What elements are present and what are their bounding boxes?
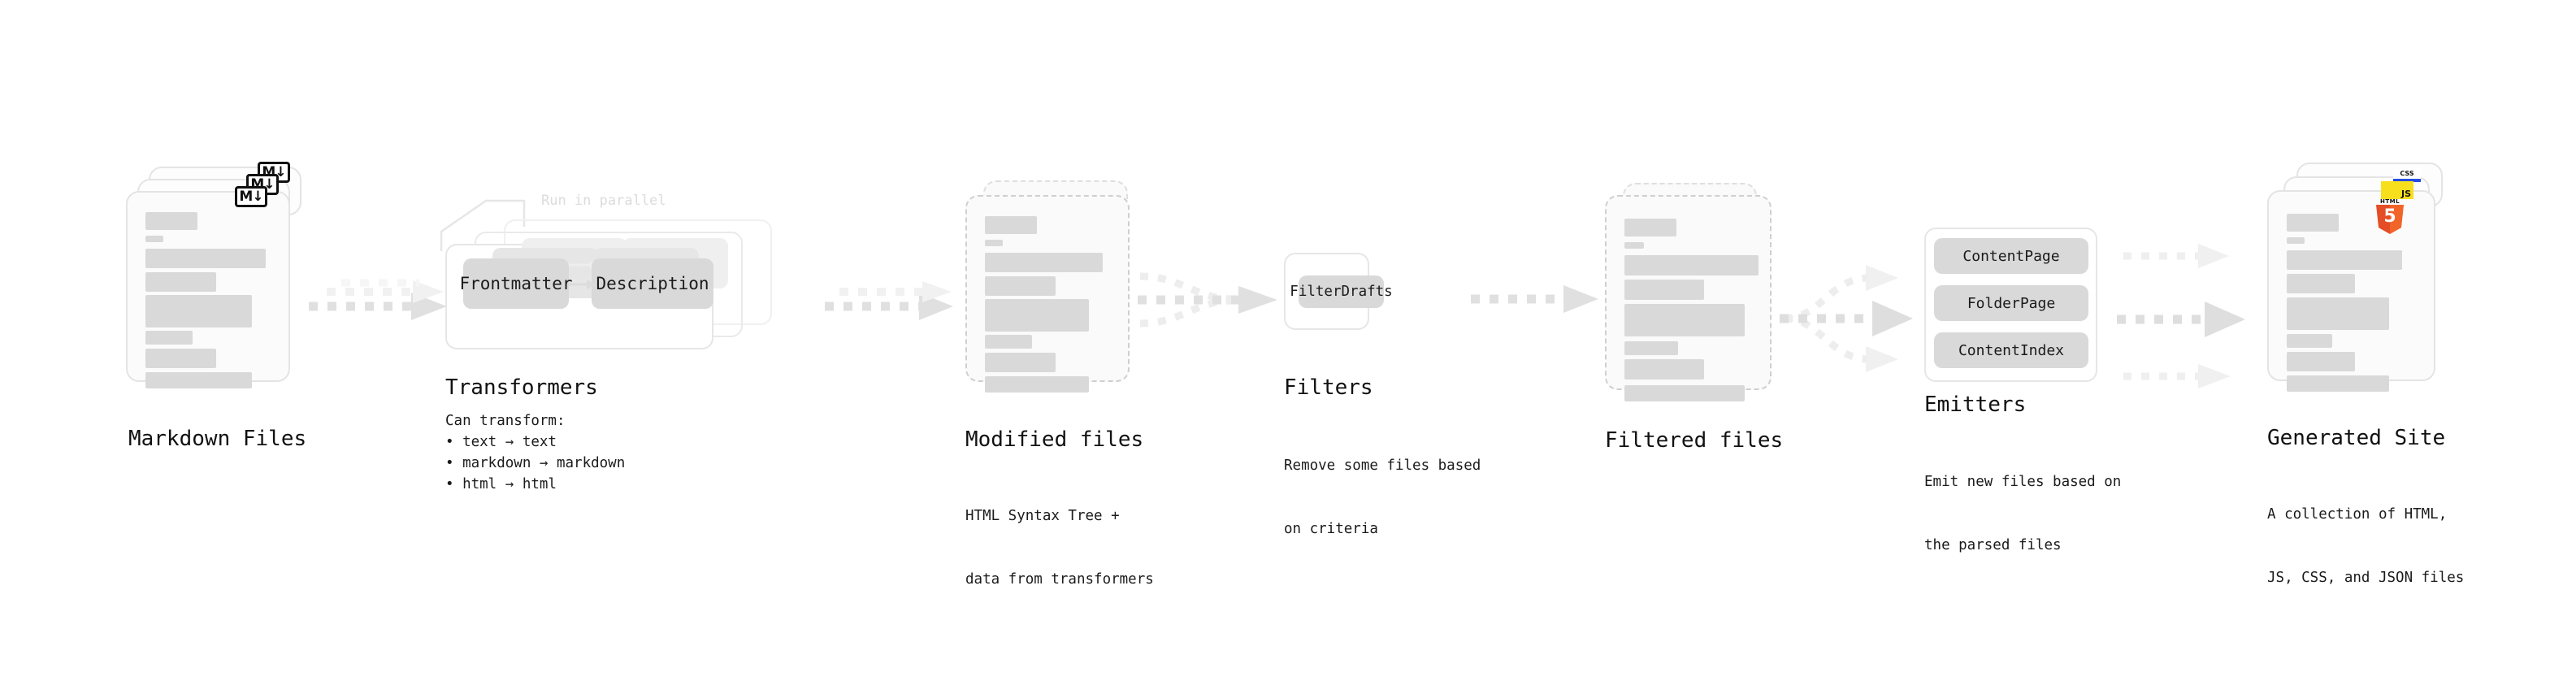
emitters-caption-line2: the parsed files (1924, 537, 2062, 553)
skeleton-bar (1624, 255, 1759, 275)
run-in-parallel-bracket (440, 199, 526, 251)
generated-site-caption: A collection of HTML, JS, CSS, and JSON … (2267, 462, 2464, 631)
skeleton-bar (145, 349, 216, 368)
stage-title-transformers: Transformers (445, 375, 598, 400)
skeleton-bar (1624, 359, 1704, 380)
skeleton-bar (985, 299, 1089, 332)
modified-files-caption-line2: data from transformers (965, 571, 1154, 588)
filters-caption: Remove some files based on criteria (1284, 413, 1481, 582)
skeleton-bar (145, 249, 266, 268)
skeleton-bar (145, 272, 216, 292)
html5-wordmark: HTML (2379, 198, 2400, 205)
emitters-caption-line1: Emit new files based on (1924, 474, 2122, 490)
transformers-caption-item: • text → text (445, 434, 557, 450)
generated-card-front (2267, 190, 2435, 392)
generated-site-caption-line2: JS, CSS, and JSON files (2267, 570, 2465, 586)
generated-site-caption-line1: A collection of HTML, (2267, 506, 2448, 523)
skeleton-bar (985, 253, 1103, 272)
transformers-caption-item: • markdown → markdown (445, 455, 626, 471)
skeleton-bar (1624, 280, 1704, 300)
skeleton-bar (2287, 274, 2355, 293)
modified-files-caption: HTML Syntax Tree + data from transformer… (965, 463, 1154, 632)
markdown-card-front (126, 191, 290, 388)
css-badge-icon: CSS (2393, 169, 2421, 182)
skeleton-bar (2287, 297, 2389, 330)
html5-five-glyph: 5 (2383, 206, 2396, 227)
emitter-pill-contentpage[interactable]: ContentPage (1934, 238, 2088, 274)
skeleton-bar (985, 216, 1037, 234)
transformer-front-arrow (569, 280, 596, 289)
markdown-badge-icon: M↓ (235, 186, 267, 207)
stage-title-filtered-files: Filtered files (1605, 428, 1784, 453)
skeleton-bar (145, 236, 163, 242)
stage-title-markdown-files: Markdown Files (128, 427, 307, 451)
modified-card-front (965, 195, 1130, 393)
skeleton-bar (145, 295, 252, 327)
skeleton-bar (1624, 341, 1678, 355)
filtered-card-front (1605, 195, 1772, 401)
stage-title-modified-files: Modified files (965, 427, 1144, 452)
skeleton-bar (2287, 250, 2402, 270)
skeleton-bar (145, 331, 193, 345)
skeleton-bar (1624, 242, 1644, 249)
connector-arrow-6 (2117, 244, 2245, 388)
modified-files-caption-line1: HTML Syntax Tree + (965, 508, 1120, 524)
stage-title-filters: Filters (1284, 375, 1373, 400)
skeleton-bar (1624, 385, 1745, 401)
skeleton-bar (985, 376, 1089, 393)
skeleton-bar (1624, 304, 1745, 336)
skeleton-bar (2287, 352, 2355, 371)
skeleton-bar (2287, 237, 2305, 244)
run-in-parallel-label: Run in parallel (541, 193, 666, 209)
skeleton-bar (2287, 334, 2332, 348)
skeleton-bar (145, 372, 252, 388)
emitter-pill-contentindex[interactable]: ContentIndex (1934, 332, 2088, 368)
connector-arrow-5 (1780, 265, 1913, 372)
html5-badge-icon: HTML 5 (2374, 198, 2405, 234)
skeleton-bar (985, 240, 1003, 246)
filters-caption-line1: Remove some files based (1284, 458, 1481, 474)
transformers-caption-head: Can transform: (445, 413, 566, 429)
skeleton-bar (1624, 219, 1676, 236)
filters-caption-line2: on criteria (1284, 521, 1378, 537)
skeleton-bar (985, 353, 1056, 372)
transformer-pill-frontmatter[interactable]: Frontmatter (459, 258, 573, 309)
filter-pill-filterdrafts[interactable]: FilterDrafts (1290, 275, 1393, 308)
connector-arrow-3 (1138, 272, 1277, 327)
skeleton-bar (2287, 375, 2389, 392)
js-badge-icon: JS (2381, 181, 2413, 199)
connector-arrow-4 (1471, 285, 1598, 313)
skeleton-bar (985, 276, 1056, 296)
emitter-pill-folderpage[interactable]: FolderPage (1934, 285, 2088, 321)
transformers-caption: Can transform: • text → text • markdown … (445, 410, 625, 495)
stage-title-emitters: Emitters (1924, 393, 2027, 417)
skeleton-bar (2287, 214, 2339, 232)
connector-arrow-2 (825, 281, 953, 320)
skeleton-bar (145, 212, 197, 230)
html5-shield-shape: 5 (2376, 205, 2404, 234)
emitters-caption: Emit new files based on the parsed files (1924, 429, 2121, 598)
stage-title-generated-site: Generated Site (2267, 426, 2446, 450)
skeleton-bar (985, 335, 1032, 349)
connector-arrow-1 (309, 279, 447, 320)
transformer-pill-description[interactable]: Description (592, 258, 713, 309)
transformers-caption-item: • html → html (445, 476, 557, 492)
